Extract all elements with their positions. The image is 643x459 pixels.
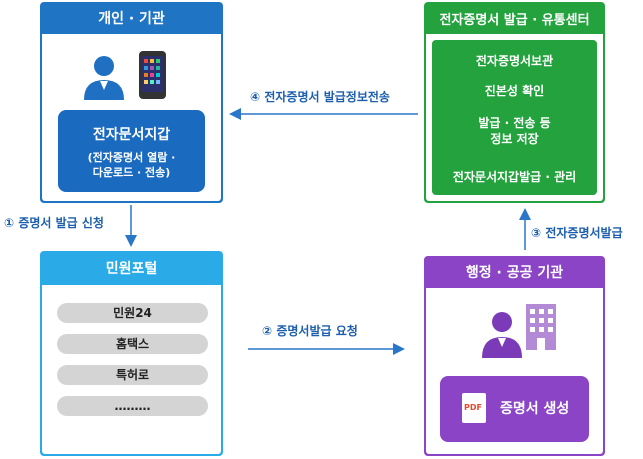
individual-node: 개인 · 기관 전자문서지갑 (전자증명서 열람 · (40, 2, 223, 203)
step1-label: ① 증명서 발급 신청 (4, 216, 104, 230)
portal-body: 민원24 홈택스 특허로 ……… (42, 285, 221, 454)
center-item-wallet: 전자문서지갑발급 · 관리 (452, 170, 577, 184)
portal-item-hometax: 홈택스 (57, 334, 208, 354)
portal-node: 민원포털 민원24 홈택스 특허로 ……… (40, 251, 223, 456)
agency-title: 행정 · 공공 기관 (465, 265, 564, 281)
portal-item-minwon24: 민원24 (57, 303, 208, 323)
center-item-info: 정보 저장 (490, 132, 539, 146)
agency-body: PDF 증명서 생성 (426, 288, 603, 454)
portal-title: 민원포털 (105, 261, 158, 277)
wallet-sub-2: 다운로드 · 전송) (92, 166, 171, 179)
center-item-issue: 발급 · 전송 등 (478, 116, 551, 130)
portal-item-patent: 특허로 (57, 365, 208, 385)
step2-label: ② 증명서발급 요청 (262, 324, 358, 338)
wallet-panel: 전자문서지갑 (전자증명서 열람 · 다운로드 · 전송) (58, 110, 205, 192)
step3-label: ③ 전자증명서발급 (531, 226, 623, 240)
center-panel: 전자증명서보관 진본성 확인 발급 · 전송 등 정보 저장 전자문서지갑발급 … (432, 40, 597, 195)
portal-item-more: ……… (57, 396, 208, 416)
individual-body: 전자문서지갑 (전자증명서 열람 · 다운로드 · 전송) (42, 34, 221, 201)
certificate-action: 증명서 생성 (500, 401, 570, 417)
smartphone-icon (139, 51, 166, 99)
pdf-icon: PDF (462, 393, 486, 423)
individual-title: 개인 · 기관 (98, 11, 165, 27)
building-icon (526, 304, 556, 350)
wallet-title: 전자문서지갑 (92, 127, 171, 143)
person-icon (84, 56, 124, 100)
wallet-sub-1: (전자증명서 열람 · (87, 151, 176, 164)
center-title: 전자증명서 발급 · 유통센터 (439, 12, 590, 28)
center-node: 전자증명서 발급 · 유통센터 전자증명서보관 진본성 확인 발급 · 전송 등… (424, 2, 605, 203)
officer-icon (482, 312, 522, 358)
center-item-storage: 전자증명서보관 (475, 54, 554, 68)
step4-label: ④ 전자증명서 발급정보전송 (250, 90, 390, 104)
center-body: 전자증명서보관 진본성 확인 발급 · 전송 등 정보 저장 전자문서지갑발급 … (426, 34, 603, 201)
pdf-label: PDF (464, 403, 482, 412)
center-item-authenticity: 진본성 확인 (484, 84, 545, 98)
certificate-panel: PDF 증명서 생성 (440, 376, 589, 442)
agency-node: 행정 · 공공 기관 PDF 증명서 생성 (424, 256, 605, 456)
